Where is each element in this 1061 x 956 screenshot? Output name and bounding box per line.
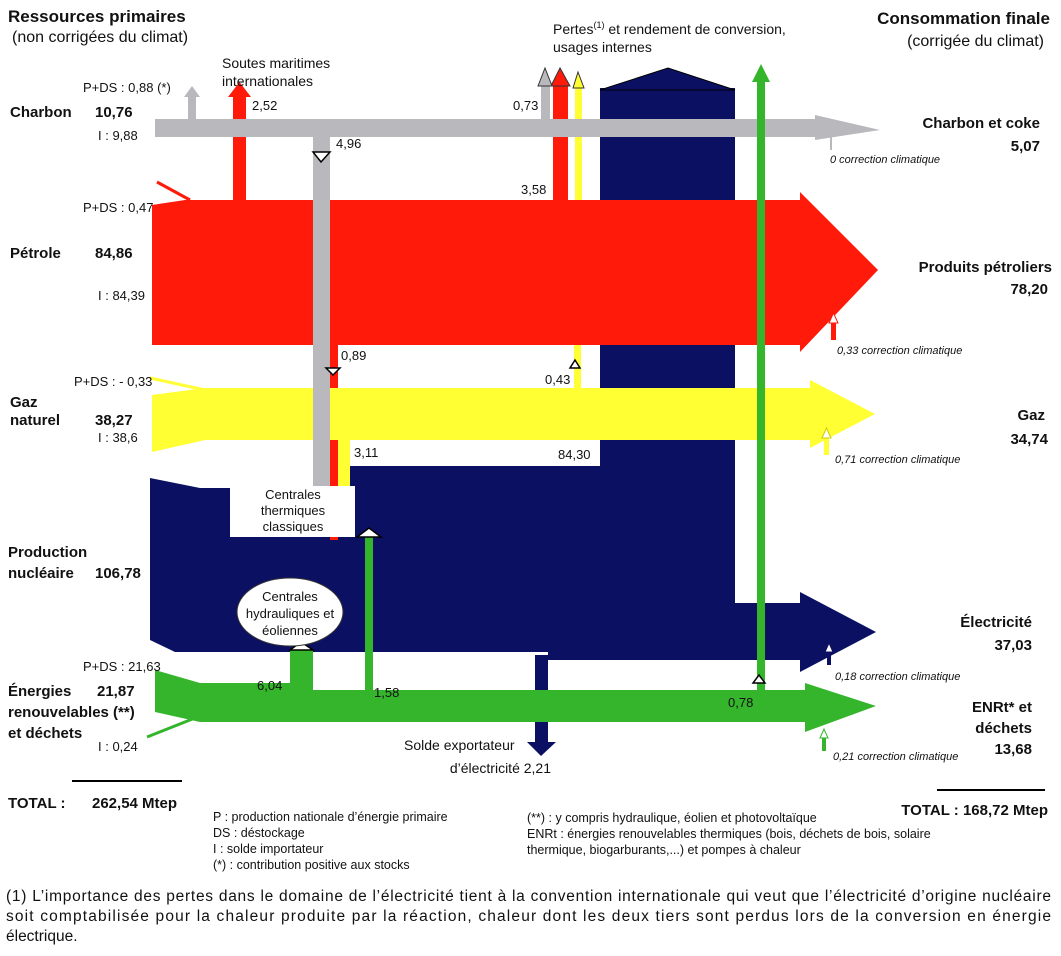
node-centrales-thermiques bbox=[230, 486, 355, 537]
soutes-label-2: internationales bbox=[222, 73, 313, 89]
correction-label: 0,71 correction climatique bbox=[835, 454, 960, 466]
gaz-name-2: naturel bbox=[10, 412, 60, 429]
right-title: Consommation finale bbox=[877, 9, 1050, 28]
enr-pds: P+DS : 21,63 bbox=[83, 659, 161, 674]
soutes-label: Soutes maritimes bbox=[222, 55, 330, 71]
losses-label: Pertes(1) et rendement de conversion, bbox=[553, 20, 786, 37]
enr-import: I : 0,24 bbox=[98, 739, 138, 754]
correction-label: 0 correction climatique bbox=[830, 154, 940, 166]
node-hydro-label: hydrauliques et bbox=[246, 606, 335, 621]
petrole-name: Pétrole bbox=[10, 245, 61, 262]
final-enr-name: ENRt* et bbox=[972, 699, 1032, 716]
flow-value: 6,04 bbox=[257, 678, 282, 693]
final-elec-name: Électricité bbox=[960, 614, 1032, 631]
node-centrales-hydrauliques bbox=[236, 577, 344, 647]
enr-name: Énergies bbox=[8, 683, 71, 700]
final-elec-value: 37,03 bbox=[994, 637, 1032, 654]
footnote-line: (1) L’importance des pertes dans le doma… bbox=[6, 888, 1051, 905]
flow-value: 3,11 bbox=[354, 445, 378, 460]
right-subtitle: (corrigée du climat) bbox=[907, 33, 1044, 50]
nucleaire-name: Production bbox=[8, 544, 87, 561]
node-hydro-label: éoliennes bbox=[262, 623, 318, 638]
correction-label: 0,18 correction climatique bbox=[835, 671, 960, 683]
solde-label: Solde exportateur bbox=[404, 737, 515, 753]
final-charbon-value: 5,07 bbox=[1011, 138, 1040, 155]
node-hydro-label: Centrales bbox=[262, 589, 318, 604]
final-petrole-name: Produits pétroliers bbox=[919, 259, 1052, 276]
petrole-pds: P+DS : 0,47 bbox=[83, 200, 153, 215]
flow-value: 0,78 bbox=[728, 695, 753, 710]
footnote-line: soit comptabilisée pour la chaleur produ… bbox=[6, 908, 1051, 925]
climate-correction-arrows bbox=[819, 311, 839, 751]
flow-value: 4,96 bbox=[336, 136, 361, 151]
enr-total: 21,87 bbox=[97, 683, 135, 700]
flow-value: 0,89 bbox=[341, 348, 366, 363]
gaz-total: 38,27 bbox=[95, 412, 133, 429]
final-enr-value: 13,68 bbox=[994, 741, 1032, 758]
direction-markers bbox=[287, 151, 767, 684]
final-petrole-value: 78,20 bbox=[1010, 281, 1048, 298]
flow-value: 0,43 bbox=[545, 372, 570, 387]
petrole-import: I : 84,39 bbox=[98, 288, 145, 303]
total-right: TOTAL : 168,72 Mtep bbox=[901, 802, 1048, 819]
enr-name-3: et déchets bbox=[8, 725, 82, 742]
gaz-pds: P+DS : - 0,33 bbox=[74, 374, 152, 389]
nucleaire-name-2: nucléaire bbox=[8, 565, 74, 582]
legend-item: P : production nationale d’énergie prima… bbox=[213, 810, 448, 824]
gaz-import: I : 38,6 bbox=[98, 430, 138, 445]
left-subtitle: (non corrigées du climat) bbox=[12, 29, 188, 46]
flow-soutes bbox=[228, 82, 251, 200]
footnote-line: électrique. bbox=[6, 928, 78, 945]
node-thermiques-label: classiques bbox=[263, 519, 324, 534]
final-charbon-name: Charbon et coke bbox=[922, 115, 1040, 132]
solde-label-2: d’électricité 2,21 bbox=[450, 760, 551, 776]
charbon-total: 10,76 bbox=[95, 104, 133, 121]
enr-name-2: renouvelables (**) bbox=[8, 704, 135, 721]
charbon-pds: P+DS : 0,88 (*) bbox=[83, 80, 171, 95]
legend-item: I : solde importateur bbox=[213, 842, 323, 856]
legend-item: DS : déstockage bbox=[213, 826, 305, 840]
charbon-import: I : 9,88 bbox=[98, 128, 138, 143]
flow-gaz bbox=[149, 70, 875, 490]
correction-label: 0,21 correction climatique bbox=[833, 751, 958, 763]
final-gaz-value: 34,74 bbox=[1010, 431, 1048, 448]
losses-label-2: usages internes bbox=[553, 39, 652, 55]
legend-item: (**) : y compris hydraulique, éolien et … bbox=[527, 811, 817, 825]
flow-value: 1,58 bbox=[374, 685, 399, 700]
nucleaire-total: 106,78 bbox=[95, 565, 141, 582]
flow-charbon bbox=[155, 66, 880, 490]
flow-renouvelables bbox=[146, 64, 876, 739]
legend-item: (*) : contribution positive aux stocks bbox=[213, 858, 410, 872]
correction-label: 0,33 correction climatique bbox=[837, 345, 962, 357]
final-gaz-name: Gaz bbox=[1017, 407, 1045, 424]
node-thermiques-label: Centrales bbox=[265, 487, 321, 502]
flow-value: 3,58 bbox=[521, 182, 546, 197]
node-thermiques-label: thermiques bbox=[261, 503, 326, 518]
legend-item: ENRt : énergies renouvelables thermiques… bbox=[527, 827, 931, 841]
flow-value: 84,30 bbox=[558, 447, 591, 462]
total-left-label: TOTAL : bbox=[8, 795, 66, 812]
left-title: Ressources primaires bbox=[8, 7, 186, 26]
legend-item: thermique, biogarburants,...) et pompes … bbox=[527, 843, 801, 857]
petrole-total: 84,86 bbox=[95, 245, 133, 262]
flow-value: 2,52 bbox=[252, 98, 277, 113]
flow-petrole bbox=[152, 66, 878, 540]
flow-value: 0,73 bbox=[513, 98, 538, 113]
final-enr-name-2: déchets bbox=[975, 720, 1032, 737]
gaz-name: Gaz bbox=[10, 394, 38, 411]
total-left-value: 262,54 Mtep bbox=[92, 795, 177, 812]
charbon-name: Charbon bbox=[10, 104, 72, 121]
